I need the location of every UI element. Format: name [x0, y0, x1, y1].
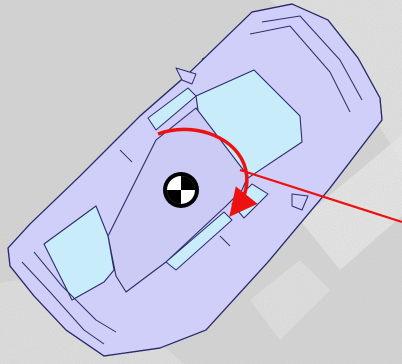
center-of-gravity-marker: [163, 172, 199, 208]
